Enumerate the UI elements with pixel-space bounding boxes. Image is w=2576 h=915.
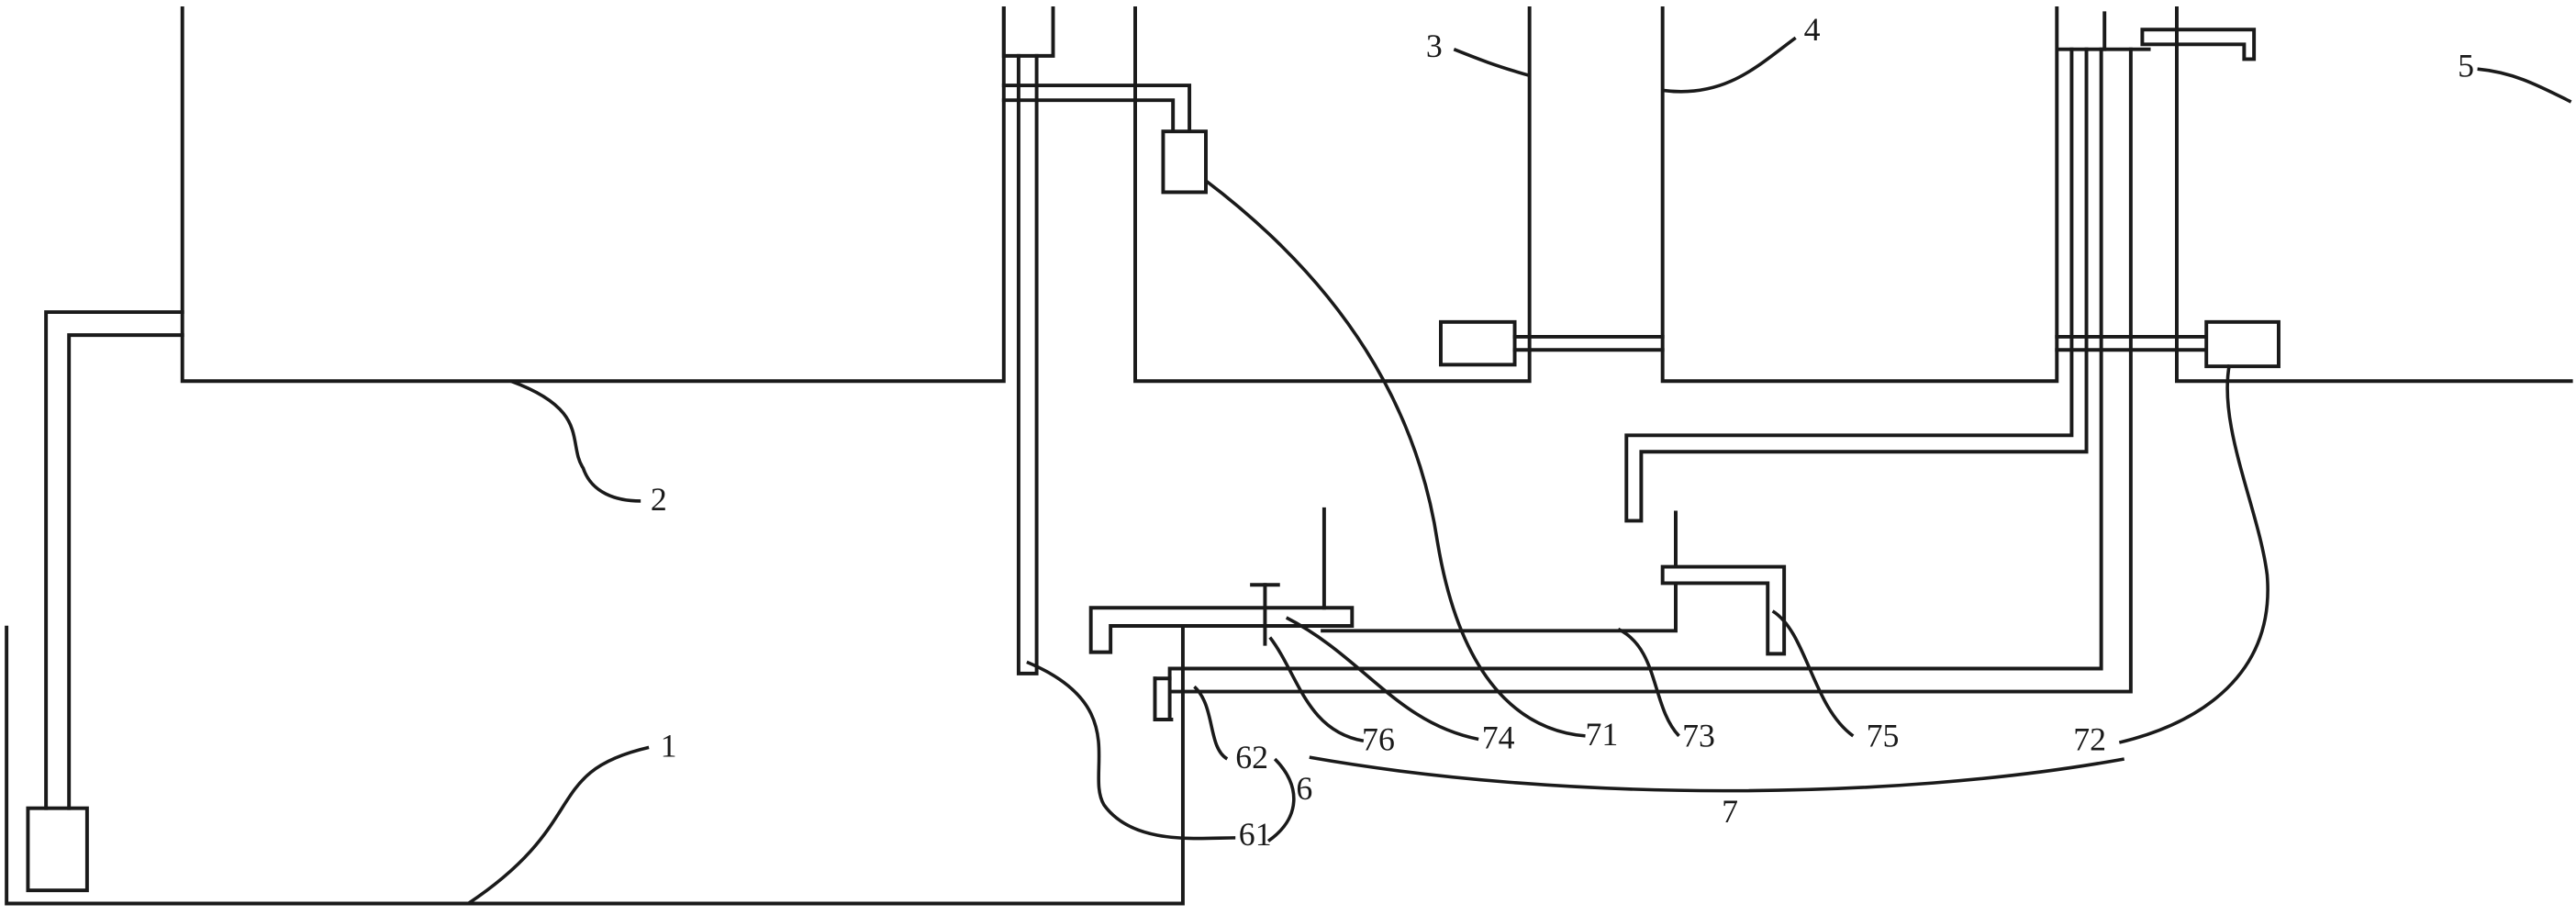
reference-numerals: 1 2 3 4 5 6 7 61 62 71 72 73 74 75 76: [651, 11, 2474, 853]
distribution-pipes: [1153, 47, 2133, 721]
trough-74: [1088, 507, 1355, 654]
pipe-to-sensor-71: [1001, 84, 1192, 134]
dispenser-75: [1321, 510, 1787, 656]
label-4: 4: [1804, 11, 1821, 48]
pool-pump: [26, 310, 184, 893]
tank-4-outlet: [2057, 11, 2257, 61]
tank-3: [1133, 6, 1532, 384]
connector-3-4: [1439, 319, 1665, 367]
label-1: 1: [661, 727, 677, 764]
sensor-71: [1161, 129, 1208, 195]
pipe-61: [1016, 53, 1039, 675]
label-7: 7: [1722, 793, 1738, 830]
label-72: 72: [2073, 720, 2106, 757]
label-3: 3: [1426, 28, 1443, 64]
label-62: 62: [1235, 739, 1268, 776]
label-75: 75: [1867, 718, 1900, 754]
connector-4-5: [2055, 319, 2280, 369]
label-5: 5: [2458, 47, 2474, 84]
label-71: 71: [1586, 716, 1619, 753]
tank-2: [180, 6, 1006, 384]
leader-lines: [467, 36, 2572, 905]
bottom-pool: [5, 625, 1185, 906]
tank-5: [2175, 6, 2573, 384]
label-2: 2: [651, 481, 667, 518]
label-76: 76: [1362, 720, 1395, 757]
label-74: 74: [1482, 719, 1515, 755]
label-6: 6: [1296, 770, 1312, 807]
label-61: 61: [1239, 816, 1272, 853]
outlet-header: [1001, 6, 1055, 58]
tank-4: [1660, 6, 2059, 384]
label-73: 73: [1682, 718, 1715, 754]
